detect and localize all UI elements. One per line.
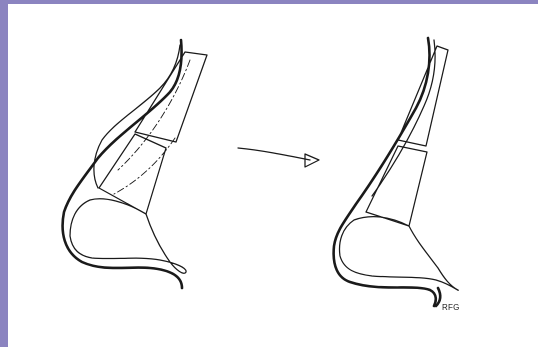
nose-profile-diagram: RFG xyxy=(8,4,538,347)
after-inner-outline xyxy=(372,40,435,196)
before-skin-outline xyxy=(63,40,182,288)
after-alar-lobule xyxy=(340,217,459,291)
before-alar-lobule xyxy=(70,199,186,274)
frame-left-border xyxy=(0,0,8,347)
arrow-head xyxy=(305,154,319,167)
before-nasal-profile xyxy=(63,40,207,288)
before-guide-line-2 xyxy=(114,138,175,194)
before-inner-outline xyxy=(94,45,180,188)
before-nasal-bone xyxy=(135,52,207,142)
arrow-shaft xyxy=(238,148,310,160)
after-nasal-profile: RFG xyxy=(334,38,460,312)
illustration-canvas: RFG xyxy=(8,4,538,347)
artist-signature: RFG xyxy=(442,303,460,312)
transition-arrow xyxy=(238,148,319,167)
